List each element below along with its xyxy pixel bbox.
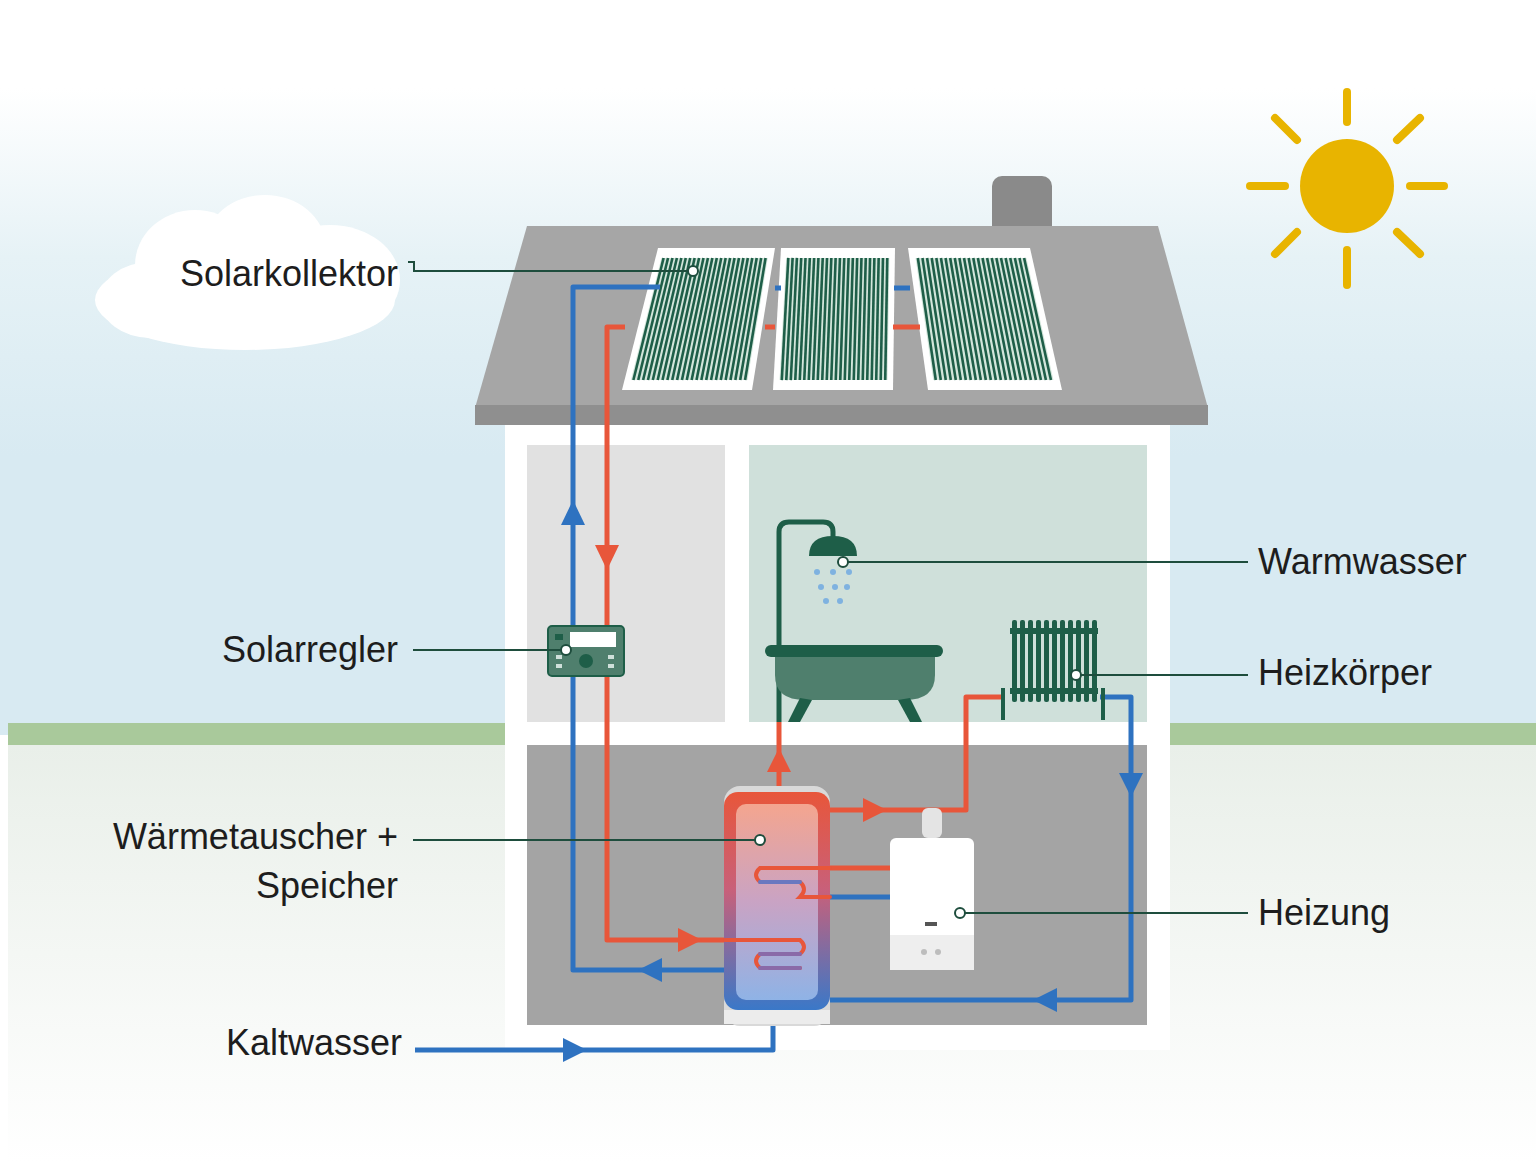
radiator <box>1003 620 1103 720</box>
solar-collectors <box>622 248 1062 390</box>
basement <box>527 745 1147 1025</box>
callout-label: Warmwasser <box>1258 540 1467 583</box>
callout-label: Kaltwasser <box>226 1021 402 1064</box>
cloud <box>95 195 400 350</box>
leader-dots <box>561 266 1081 918</box>
flow-arrows <box>561 500 1143 1062</box>
room-left <box>527 445 725 722</box>
room-bath <box>749 445 1147 722</box>
ground <box>8 745 1536 1162</box>
callout-label: Heizung <box>1258 891 1390 934</box>
callout-label: Solarregler <box>222 628 398 671</box>
roof-eave <box>475 405 1208 425</box>
pipes <box>415 287 1131 1050</box>
leader-lines <box>408 262 1248 913</box>
sun <box>1250 92 1444 285</box>
boiler <box>890 808 974 970</box>
roof <box>475 226 1208 408</box>
callout-label: Heizkörper <box>1258 651 1432 694</box>
callout-label: Wärmetauscher + Speicher <box>98 812 398 910</box>
storage-tank <box>724 786 830 1026</box>
callout-label: Solarkollektor <box>180 252 398 295</box>
sky <box>0 0 1536 735</box>
bathtub <box>765 645 943 722</box>
